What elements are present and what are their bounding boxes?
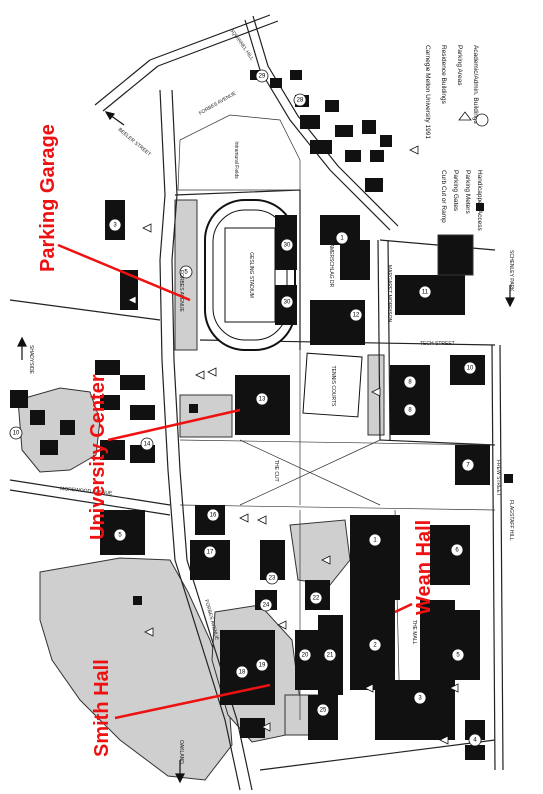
parking-area-wean xyxy=(289,519,351,586)
svg-text:6: 6 xyxy=(455,548,459,554)
highlight-smith-hall: Smith Hall xyxy=(91,659,271,757)
parking-area-uc xyxy=(179,394,233,438)
wean-hall-label: Wean Hall xyxy=(413,520,435,615)
legend-residence: Residence Buildings xyxy=(440,45,447,105)
legend-academic: Academic/Admin. Buildings xyxy=(472,45,479,125)
tennis-courts xyxy=(302,352,363,418)
svg-text:28: 28 xyxy=(297,98,304,104)
svg-text:23: 23 xyxy=(269,576,276,582)
roads xyxy=(9,14,504,791)
frew-street-label: FREW STREET xyxy=(495,460,501,496)
svg-text:4: 4 xyxy=(473,738,477,744)
svg-text:24: 24 xyxy=(263,603,270,609)
svg-text:8: 8 xyxy=(408,380,412,386)
oakland-label: OAKLAND xyxy=(178,740,184,764)
svg-text:16: 16 xyxy=(210,513,217,519)
svg-text:20: 20 xyxy=(302,653,309,659)
svg-text:29: 29 xyxy=(259,74,266,80)
svg-text:17: 17 xyxy=(207,550,214,556)
parking-markers xyxy=(127,145,459,745)
forbes-top-label: FORBES AVENUE xyxy=(198,90,238,116)
flagstaff-label: FLAGSTAFF HILL xyxy=(508,500,514,541)
handicapped-markers xyxy=(133,404,513,605)
svg-text:11: 11 xyxy=(422,290,429,296)
svg-text:10: 10 xyxy=(467,366,474,372)
the-cut-label: THE CUT xyxy=(273,460,279,482)
margaret-label: MARGARET MORRISON xyxy=(386,265,392,323)
svg-text:1: 1 xyxy=(373,538,377,544)
svg-text:1: 1 xyxy=(340,236,344,242)
svg-text:7: 7 xyxy=(466,463,470,469)
the-mall-label: THE MALL xyxy=(411,620,417,645)
intramural-label: Intramural Fields xyxy=(233,141,239,179)
svg-text:2: 2 xyxy=(373,643,377,649)
svg-text:21: 21 xyxy=(327,653,334,659)
legend-title: Carnegie Mellon University 1991 xyxy=(424,45,431,139)
legend-parking-areas: Parking Areas xyxy=(456,45,463,86)
parking-area-west xyxy=(39,557,233,781)
svg-text:3: 3 xyxy=(113,223,117,229)
direction-arrows xyxy=(17,111,515,784)
svg-text:5: 5 xyxy=(118,533,122,539)
svg-text:10: 10 xyxy=(13,431,20,437)
svg-text:13: 13 xyxy=(259,397,266,403)
svg-text:25: 25 xyxy=(320,708,327,714)
squirrel-hill-label: SQUIRREL HILL xyxy=(228,28,254,62)
svg-text:14: 14 xyxy=(144,442,151,448)
svg-text:30: 30 xyxy=(284,300,291,306)
svg-text:5: 5 xyxy=(184,270,188,276)
parking-area-north xyxy=(17,387,101,473)
tech-street-label: TECH STREET xyxy=(420,341,455,347)
highlight-university-center: University Center xyxy=(87,374,241,540)
legend-handicapped: Handicapped Access xyxy=(476,170,483,231)
forbes-side-label: FORBES AVENUE xyxy=(178,270,184,313)
svg-text:18: 18 xyxy=(239,670,246,676)
svg-text:22: 22 xyxy=(313,596,320,602)
gesling-stadium: GESLING STADIUM xyxy=(204,199,296,351)
tennis-label: TENNIS COURTS xyxy=(330,366,336,407)
legend: Carnegie Mellon University 1991 Residenc… xyxy=(424,45,489,231)
hamerschlag-label: HAMERSCHLAG DR xyxy=(328,240,334,288)
svg-text:5: 5 xyxy=(456,653,460,659)
morewood-label: MOREWOOD AVENUE xyxy=(60,486,113,497)
schenley-label: SCHENLEY PARK xyxy=(508,250,514,292)
intramural-fields xyxy=(177,114,301,191)
stadium-label: GESLING STADIUM xyxy=(248,252,254,298)
parking-garage-label: Parking Garage xyxy=(37,124,59,272)
university-center-label: University Center xyxy=(87,374,109,540)
smith-hall-label: Smith Hall xyxy=(91,659,113,757)
svg-text:19: 19 xyxy=(259,663,266,669)
highlight-parking-garage: Parking Garage xyxy=(37,124,191,302)
svg-text:8: 8 xyxy=(408,408,412,414)
parking-area-center xyxy=(367,354,385,436)
beeler-label: BEELER STREET xyxy=(117,127,152,158)
shadyside-label: SHADYSIDE xyxy=(28,345,34,375)
legend-parking-gates: Parking Gates xyxy=(452,170,459,212)
legend-parking-meters: Parking Meters xyxy=(464,170,471,214)
legend-curb-cut: Curb Cut or Ramp xyxy=(440,170,447,223)
svg-text:30: 30 xyxy=(284,243,291,249)
highlight-wean-hall: Wean Hall xyxy=(394,520,435,615)
svg-text:12: 12 xyxy=(353,313,360,319)
buildings xyxy=(10,70,490,760)
svg-text:3: 3 xyxy=(418,696,422,702)
building-markers: 10 14 13 12 11 10 8 8 7 1 6 2 5 3 4 16 1… xyxy=(9,69,482,747)
